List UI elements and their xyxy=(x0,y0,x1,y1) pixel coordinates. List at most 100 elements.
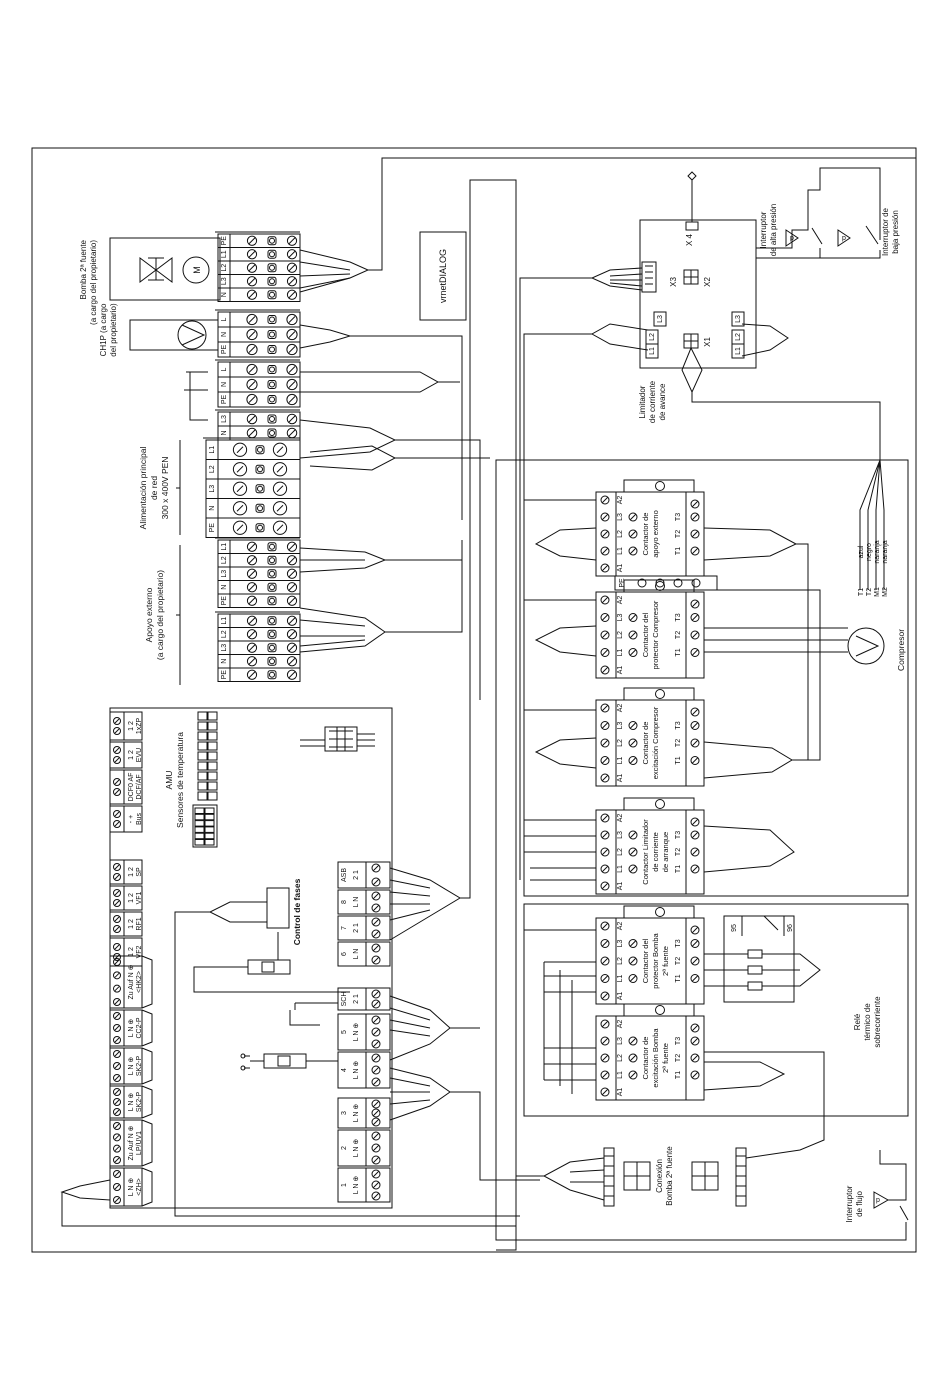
amu-output--zh-: L N ⊕<ZH> xyxy=(109,1167,153,1207)
contactor-pin-label: A2 xyxy=(617,814,624,823)
terminal-apoyo_b-l2: L2 xyxy=(217,627,301,642)
contactor-pin-label: L2 xyxy=(617,957,624,965)
label-alim-1: Alimentación principal xyxy=(138,447,148,530)
terminal-ch1p-l: L xyxy=(217,311,301,328)
limitador-label-2: de corriente xyxy=(648,380,657,423)
terminal-label: L xyxy=(221,367,228,371)
contactor-out-label: T3 xyxy=(675,513,682,521)
amu-output-pins: Zu Auf N ⊕ xyxy=(128,964,135,999)
contactor-name: 2ª fuente xyxy=(661,946,670,976)
contactor-out-label: T3 xyxy=(675,721,682,729)
amu-output-cc2-p: L N ⊕CC2-P xyxy=(109,1009,153,1047)
terminal-label: L2 xyxy=(209,465,216,473)
contactor-pin-label: L3 xyxy=(617,831,624,839)
contactor-pin-label: L2 xyxy=(617,848,624,856)
contactor-pin-label: A1 xyxy=(617,1088,624,1097)
contactor-rail-2 xyxy=(523,903,909,1117)
limitador-terminal-l3: L3 xyxy=(653,311,667,327)
amu-label: AMU xyxy=(164,771,174,790)
amu-terminal-pins: L N xyxy=(353,897,360,908)
terminal-label: L1 xyxy=(221,250,228,258)
terminal-label: N xyxy=(221,430,228,435)
limitador-box xyxy=(639,219,757,369)
contactor-out-label: T3 xyxy=(675,939,682,947)
contactor-out-label: T1 xyxy=(675,974,682,982)
contactor-out-label: T2 xyxy=(675,1054,682,1062)
compressor-label: Compresor xyxy=(896,629,906,671)
amu-connector-name: SP xyxy=(136,867,143,877)
x1-label: X1 xyxy=(703,337,712,347)
amu-terminal-number: 3 xyxy=(341,1111,348,1115)
low-pressure-switch: p xyxy=(756,225,881,259)
vrnetdialog-label: vrnetDIALOG xyxy=(438,249,448,303)
terminal-strips: PEL1L2L3NLNPELNPEL3NL1L2L3NPEL1L2L3NPEL1… xyxy=(203,231,301,682)
amu-output-name: SK2-P xyxy=(136,1092,143,1113)
terminal-label: PE xyxy=(221,395,228,405)
contactor-name: Contactor del xyxy=(641,938,650,983)
amu-connector-name: 1xZP xyxy=(136,718,143,735)
terminal-apoyo_b-l1: L1 xyxy=(217,613,301,628)
contactor-pin-label: L3 xyxy=(617,513,624,521)
relay-96: 96 xyxy=(787,924,794,932)
contactor-name: de corriente xyxy=(651,832,660,872)
contactor-out-label: T3 xyxy=(675,613,682,621)
terminal-label: L1 xyxy=(221,617,228,625)
amu-output-name: <HK2> xyxy=(136,971,143,993)
amu-output-pins: L N ⊕ xyxy=(128,1178,135,1197)
amu-connector-pins: 1 2 xyxy=(128,893,135,903)
terminal-label: L3 xyxy=(209,485,216,493)
terminal-label: L1 xyxy=(221,543,228,551)
label-alim-3: 300 x 400V PEN xyxy=(160,457,170,520)
contactor-pin-label: A2 xyxy=(617,496,624,505)
terminal-label: PE xyxy=(221,236,228,246)
amu-connector-name: DCF/AF xyxy=(136,774,143,799)
contactor-pin-label: L2 xyxy=(617,530,624,538)
valve-motor-symbol: M xyxy=(109,237,221,301)
thermal-relay: 95 96 xyxy=(704,915,821,1003)
pe-rail-label: PE xyxy=(619,578,626,588)
contactor-pin-label: L1 xyxy=(617,649,624,657)
terminal-alimentacion-l3: L3 xyxy=(205,478,301,499)
amu-terminal-pins: L N ⊕ xyxy=(353,1176,360,1195)
contactor-pin-label: A1 xyxy=(617,882,624,891)
terminal-apoyo_a-l1: L1 xyxy=(217,539,301,554)
amu-terminal-pins: L N ⊕ xyxy=(353,1139,360,1158)
label-apoyo-1: Apoyo externo xyxy=(144,587,154,642)
amu-connector-name: VF1 xyxy=(136,891,143,904)
amu-connector-pins: - + xyxy=(128,815,135,823)
terminal-label: L2 xyxy=(221,264,228,272)
pump-connection-right xyxy=(691,1051,825,1207)
terminal-apoyo_b-l3: L3 xyxy=(217,640,301,655)
limitador-terminal-l2: L2 xyxy=(731,329,745,345)
contactor-pin-label: L3 xyxy=(617,1037,624,1045)
amu-connector-block xyxy=(300,726,375,752)
label-bomba-2: (a cargo del propietario) xyxy=(89,240,98,325)
amu-terminal-number: 4 xyxy=(341,1068,348,1072)
terminal-ch1p-n: N xyxy=(217,326,301,343)
amu-terminal-pins: L N ⊕ xyxy=(353,1023,360,1042)
amu-output--hk2-: Zu Auf N ⊕<HK2> xyxy=(109,955,153,1009)
contactor-rail xyxy=(523,459,909,897)
terminal-label: PE xyxy=(221,345,228,355)
terminal-label: N xyxy=(221,292,228,297)
limitador-label-1: Limitador xyxy=(638,385,647,418)
terminal-label: N xyxy=(221,585,228,590)
amu-output-pins: Zu Auf N ⊕ xyxy=(128,1125,135,1160)
